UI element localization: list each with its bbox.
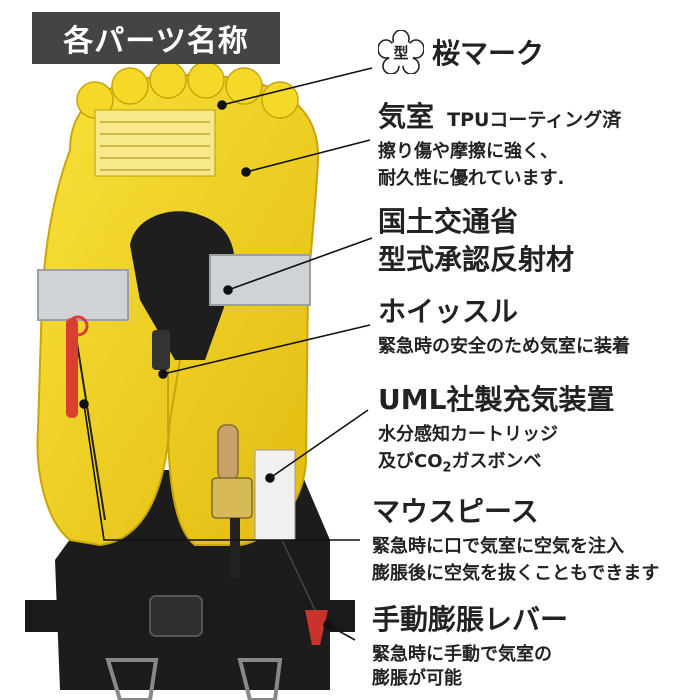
sakura-stamp-text: 型 <box>393 43 409 62</box>
whistle-title: ホイッスル <box>378 295 519 328</box>
mouthpiece-desc-1: 緊急時に口で気室に空気を注入 <box>372 536 624 557</box>
reflector-tape-right <box>209 254 311 306</box>
d-ring-right <box>237 658 283 700</box>
lever-desc-1: 緊急時に手動で気室の <box>372 644 552 665</box>
mouthpiece-desc-2: 膨脹後に空気を抜くこともできます <box>372 563 660 584</box>
whistle-lanyard <box>74 329 106 521</box>
whistle-clip <box>67 315 89 337</box>
chamber-title: 気室 <box>378 100 435 133</box>
lever-toggle <box>305 610 328 645</box>
neck-opening <box>130 211 235 360</box>
d-ring-left <box>105 658 159 700</box>
inflator-desc-2-sub: 2 <box>442 460 452 476</box>
lever-desc-2: 膨脹が可能 <box>372 668 462 689</box>
whistle <box>66 318 78 418</box>
inflator-desc-2: 及びCO2ガスボンベ <box>378 448 542 482</box>
lever-title: 手動膨脹レバー <box>372 603 569 636</box>
inflator-desc-1: 水分感知カートリッジ <box>378 424 558 445</box>
chamber-desc-1: 擦り傷や摩擦に強く、 <box>378 141 558 162</box>
section-badge: 各パーツ名称 <box>32 12 280 64</box>
reflector-title-1: 国土交通省 <box>378 205 519 238</box>
inflator-label <box>254 449 296 541</box>
reflector-title-2: 型式承認反射材 <box>378 243 575 276</box>
buckle <box>149 595 203 637</box>
inflator-title: UML社製充気装置 <box>378 383 615 416</box>
mouthpiece-tube <box>230 518 240 578</box>
chamber-label: 気室 TPUコーティング済 <box>378 100 621 134</box>
co2-cylinder <box>217 424 239 481</box>
chamber-title-suffix: TPUコーティング済 <box>447 109 622 131</box>
inflator-desc-2a: 及びCO <box>378 451 443 472</box>
whistle-holder <box>152 330 170 370</box>
inflator-body <box>211 477 253 519</box>
chamber-desc-2: 耐久性に優れています. <box>378 168 565 189</box>
inflator-desc-2b: ガスボンベ <box>451 451 542 472</box>
whistle-desc: 緊急時の安全のため気室に装着 <box>378 336 630 357</box>
sakura-mark-icon <box>378 30 424 74</box>
reflector-tape-left <box>37 269 129 321</box>
sakura-title: 桜マーク <box>432 37 545 70</box>
lever-cord <box>281 539 316 611</box>
mouthpiece-title: マウスピース <box>372 495 539 528</box>
info-sticker <box>94 109 216 177</box>
